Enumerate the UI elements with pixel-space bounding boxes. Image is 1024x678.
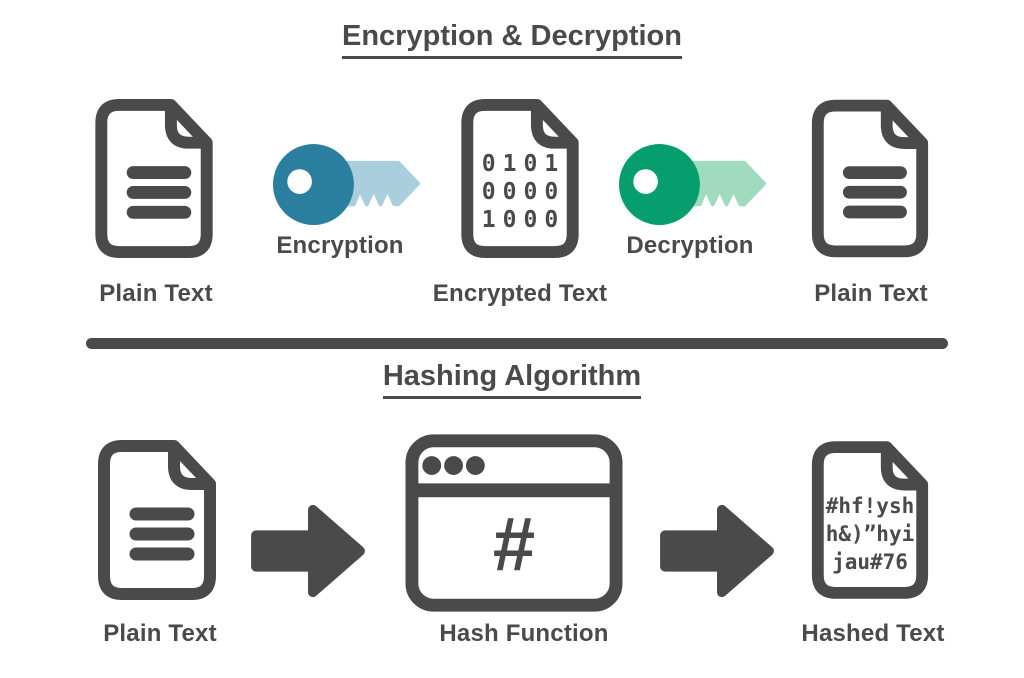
arrow-right-icon bbox=[660, 504, 774, 598]
encrypted-text-document-icon: 0101 0000 1000 bbox=[455, 95, 585, 262]
hash-function-label: Hash Function bbox=[439, 620, 609, 647]
plain-text-label: Plain Text bbox=[103, 620, 217, 647]
section-divider bbox=[86, 338, 948, 349]
document-hash-icon bbox=[811, 441, 929, 599]
binary-line: 1000 bbox=[481, 207, 566, 233]
encrypted-text-label: Encrypted Text bbox=[432, 280, 608, 307]
encryption-key-label: Encryption bbox=[276, 232, 404, 259]
document-text-lines bbox=[126, 166, 192, 219]
decryption-key-icon bbox=[618, 141, 766, 230]
key-head bbox=[618, 144, 700, 225]
hashed-line: #hf!ysh bbox=[825, 494, 915, 518]
encryption-section-title: Encryption & Decryption bbox=[0, 20, 1024, 59]
hashing-section-title: Hashing Algorithm bbox=[0, 360, 1024, 399]
plain-text-document-icon bbox=[88, 95, 220, 262]
document-text-icon bbox=[811, 99, 929, 258]
hashed-content: #hf!ysh h&)”hyi jau#76 bbox=[806, 492, 934, 576]
hashing-section-title-text: Hashing Algorithm bbox=[382, 360, 642, 399]
encryption-key-icon bbox=[272, 141, 420, 230]
key-blue-icon bbox=[272, 144, 420, 225]
hashed-text-document-icon: #hf!ysh h&)”hyi jau#76 bbox=[806, 434, 934, 606]
hash-function-window-icon: # bbox=[405, 433, 623, 613]
decryption-key-label: Decryption bbox=[626, 232, 754, 259]
arrow-right-icon bbox=[251, 504, 365, 598]
document-text-lines bbox=[842, 166, 907, 219]
hash-symbol: # bbox=[492, 502, 536, 587]
window-dots bbox=[422, 456, 485, 475]
document-text-icon bbox=[95, 98, 213, 259]
binary-line: 0000 bbox=[481, 179, 566, 205]
document-binary-icon bbox=[461, 98, 579, 259]
key-head bbox=[272, 144, 354, 225]
document-text-lines bbox=[129, 507, 195, 561]
browser-window-icon bbox=[405, 434, 623, 612]
plain-text-right-label: Plain Text bbox=[814, 280, 928, 307]
key-hole bbox=[633, 169, 658, 194]
hashed-line: jau#76 bbox=[832, 550, 908, 574]
plain-text-left-label: Plain Text bbox=[99, 280, 213, 307]
hashed-line: h&)”hyi bbox=[825, 522, 915, 546]
key-green-icon bbox=[618, 144, 766, 225]
plain-text-document-icon bbox=[806, 95, 934, 262]
key-hole bbox=[287, 169, 312, 194]
arrow-right-icon bbox=[656, 499, 778, 603]
binary-line: 0101 bbox=[481, 151, 566, 177]
plain-text-document-icon bbox=[92, 435, 222, 605]
encryption-section-title-text: Encryption & Decryption bbox=[342, 20, 682, 59]
arrow-right-icon bbox=[247, 499, 369, 603]
document-text-icon bbox=[98, 440, 216, 600]
hashed-text-label: Hashed Text bbox=[801, 620, 945, 647]
binary-content: 0101 0000 1000 bbox=[455, 150, 585, 234]
